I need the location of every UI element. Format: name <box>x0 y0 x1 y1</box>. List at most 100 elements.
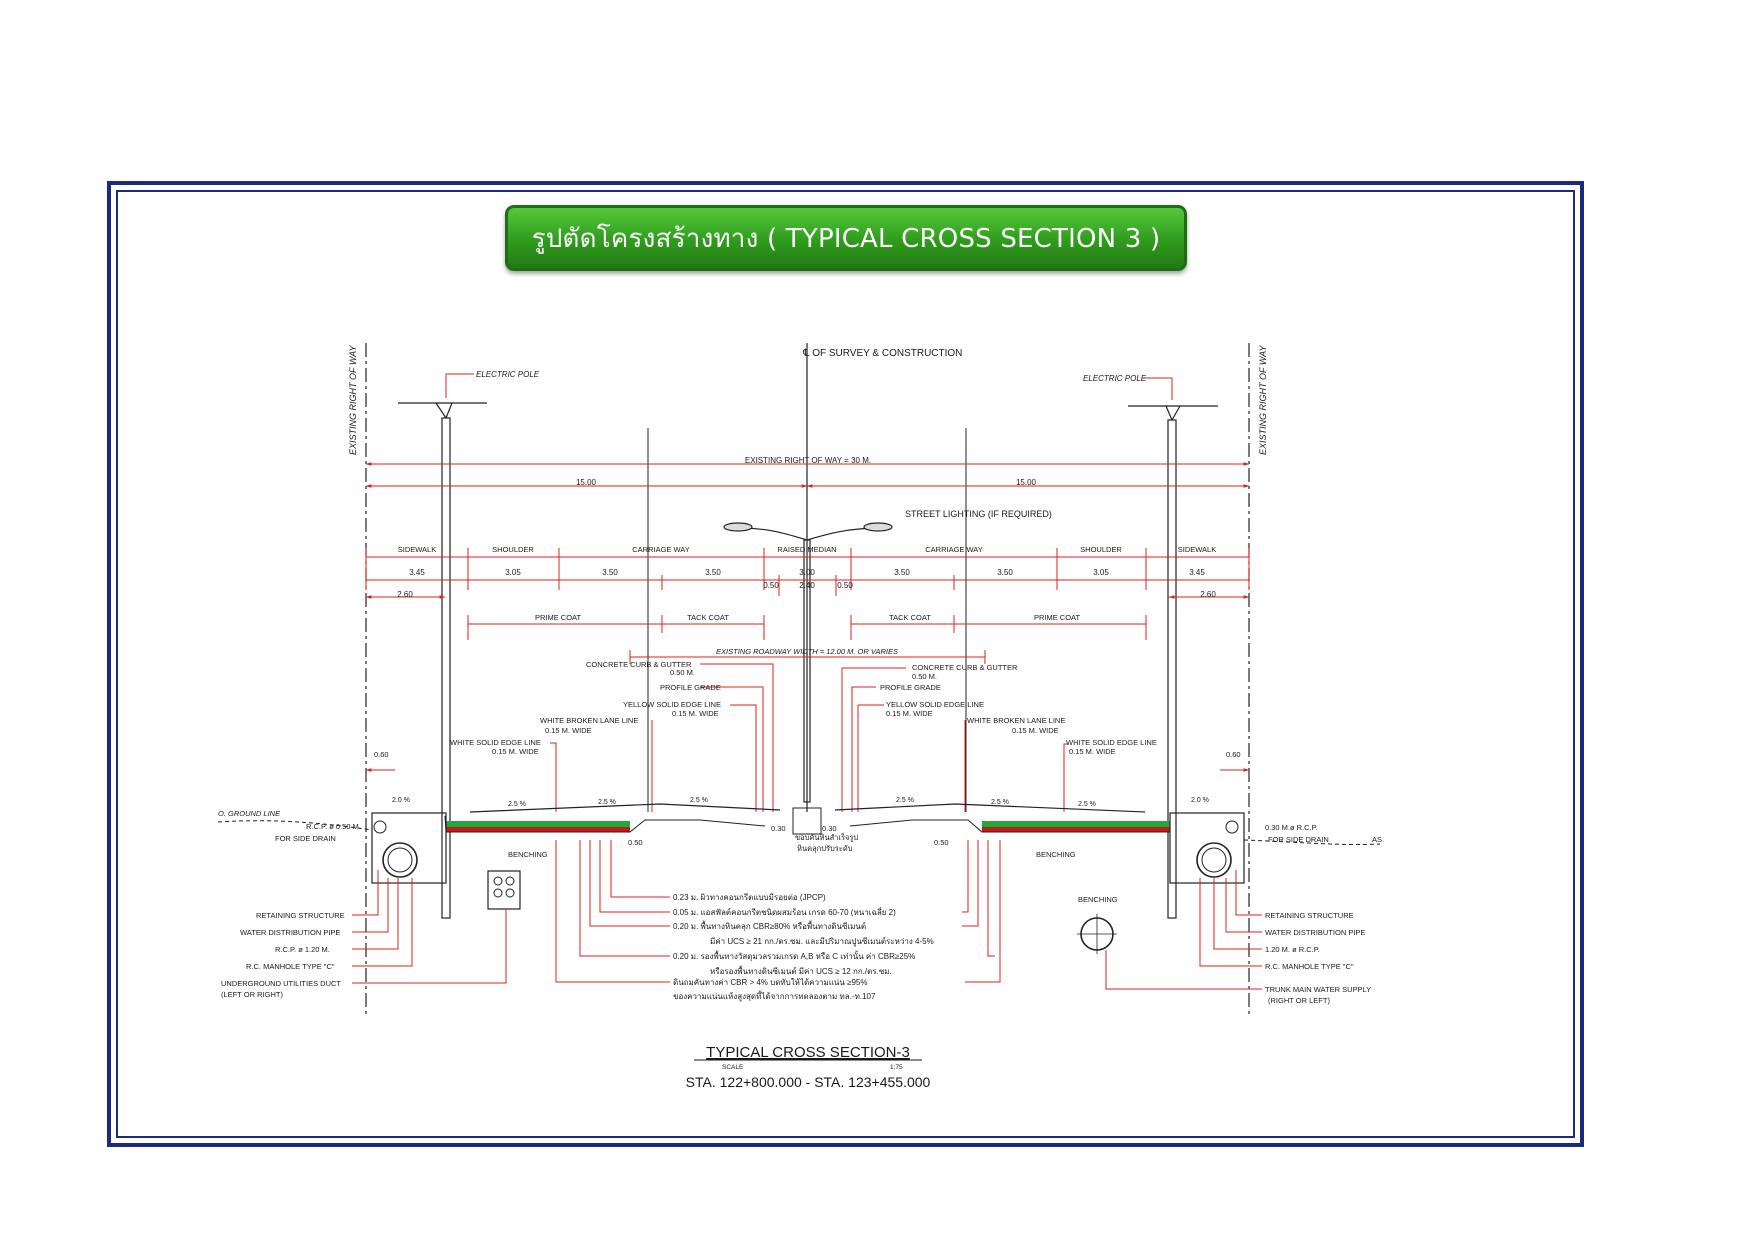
layer-note-2: 0.05 ม. แอสฟัลต์คอนกรีตชนิดผสมร้อน เกรด … <box>673 906 896 917</box>
profile-left: PROFILE GRADE <box>660 683 721 692</box>
as-label: AS. <box>1372 835 1384 844</box>
slope-25-4: 2.5 % <box>896 797 914 804</box>
surface-right <box>834 803 1146 813</box>
duct-left-2: (LEFT OR RIGHT) <box>221 990 283 999</box>
pole-label-left: ELECTRIC POLE <box>476 370 540 379</box>
benching-center: BENCHING <box>1078 895 1118 904</box>
half-left-label: 15.00 <box>576 478 597 487</box>
manhole-left: R.C. MANHOLE TYPE "C" <box>246 962 335 971</box>
rcp120-left: R.C.P. ø 1.20 M. <box>275 945 330 954</box>
seg-carriage-right: CARRIAGE WAY <box>925 545 983 554</box>
layer-note-3: 0.20 ม. พื้นทางหินคลุก CBR≥80% หรือพื้นท… <box>673 920 866 931</box>
dim-050-a: 0.50 <box>763 581 779 590</box>
benching-right: BENCHING <box>1036 850 1076 859</box>
pavement-green-right <box>982 821 1170 827</box>
yellow-left-2: 0.15 M. WIDE <box>672 709 719 718</box>
benching-left: BENCHING <box>508 850 548 859</box>
yellow-right-2: 0.15 M. WIDE <box>886 709 933 718</box>
electric-pole-right <box>1128 405 1218 919</box>
prime-coat-right: PRIME COAT <box>1034 613 1081 622</box>
curb-right-2: 0.50 M. <box>912 672 937 681</box>
half-right-label: 15.00 <box>1016 478 1037 487</box>
slope-25-3: 2.5 % <box>690 797 708 804</box>
wbroken-left: WHITE BROKEN LANE LINE <box>540 716 638 725</box>
pole-label-right: ELECTRIC POLE <box>1083 374 1147 383</box>
dim-050-c: 0.50 <box>628 838 643 847</box>
curb-left-2: 0.50 M. <box>670 668 695 677</box>
layer-leaders <box>555 840 1001 983</box>
utility-labels-left: RETAINING STRUCTURE WATER DISTRIBUTION P… <box>221 911 345 999</box>
wsolid-right: WHITE SOLID EDGE LINE <box>1066 738 1157 747</box>
roadway-width-label: EXISTING ROADWAY WIDTH = 12.00 M. OR VAR… <box>716 647 898 656</box>
centerline-label: ℄ OF SURVEY & CONSTRUCTION <box>802 348 962 359</box>
wsolid-right-2: 0.15 M. WIDE <box>1069 747 1116 756</box>
coat-labels: PRIME COAT TACK COAT TACK COAT PRIME COA… <box>535 613 1081 622</box>
yellow-left: YELLOW SOLID EDGE LINE <box>623 700 721 709</box>
seg-sidewalk-left: SIDEWALK <box>398 545 436 554</box>
profile-right: PROFILE GRADE <box>880 683 941 692</box>
rcp-right-label-2: FOR SIDE DRAIN <box>1268 835 1329 844</box>
ground-line-right <box>1243 839 1381 846</box>
median-note-2: หินคลุกปรับระดับ <box>797 844 853 853</box>
dim-350-b: 3.50 <box>705 568 721 577</box>
rcp120-right: 1.20 M. ø R.C.P. <box>1265 945 1320 954</box>
callouts-left: CONCRETE CURB & GUTTER 0.50 M. PROFILE G… <box>374 660 721 759</box>
rcp-120-left <box>382 842 418 878</box>
leader-pole-right <box>1142 377 1173 400</box>
dim-240: 2.40 <box>799 581 815 590</box>
dim-300: 3.00 <box>799 568 815 577</box>
wsolid-left: WHITE SOLID EDGE LINE <box>450 738 541 747</box>
dim-345-right: 3.45 <box>1189 568 1205 577</box>
wsolid-left-2: 0.15 M. WIDE <box>492 747 539 756</box>
seg-carriage-left: CARRIAGE WAY <box>632 545 690 554</box>
layer-notes: 0.23 ม. ผิวทางคอนกรีตแบบมีรอยต่อ (JPCP) … <box>673 893 934 1002</box>
outer-frame <box>107 181 1584 1147</box>
water-left: WATER DISTRIBUTION PIPE <box>240 928 340 937</box>
wbroken-right-2: 0.15 M. WIDE <box>1012 726 1059 735</box>
title-banner: รูปตัดโครงสร้างทาง ( TYPICAL CROSS SECTI… <box>505 205 1187 271</box>
slope-25-5: 2.5 % <box>991 799 1009 806</box>
row-label-right: EXISTING RIGHT OF WAY <box>1258 344 1268 455</box>
retaining-left: RETAINING STRUCTURE <box>256 911 345 920</box>
yellow-right: YELLOW SOLID EDGE LINE <box>886 700 984 709</box>
slope-labels: 2.0 % 2.5 % 2.5 % 2.5 % 2.5 % 2.5 % 2.5 … <box>392 797 1209 808</box>
section-caption: TYPICAL CROSS SECTION-3 <box>706 1044 910 1061</box>
median-base <box>792 807 822 835</box>
layer-note-4: 0.20 ม. รองพื้นทางวัสดุมวลรวมเกรด A,B หร… <box>673 950 915 961</box>
street-lighting-label: STREET LIGHTING (IF REQUIRED) <box>905 509 1052 519</box>
segment-ticks <box>365 548 1250 664</box>
slope-25-6: 2.5 % <box>1078 801 1096 808</box>
dim-060-left-label: 0.60 <box>374 750 389 759</box>
scale-value: 1:75 <box>890 1064 903 1071</box>
dim-050-b: 0.50 <box>837 581 853 590</box>
ground-line-left <box>217 820 373 831</box>
dim-060-right-label: 0.60 <box>1226 750 1241 759</box>
dimension-lines <box>365 462 1250 772</box>
layer-note-5: ดินถมคันทางค่า CBR > 4% บดทับให้ได้ความแ… <box>673 978 867 987</box>
seg-shoulder-right: SHOULDER <box>1080 545 1122 554</box>
segment-labels: SIDEWALK SHOULDER CARRIAGE WAY RAISED ME… <box>398 545 1216 554</box>
water-right: WATER DISTRIBUTION PIPE <box>1265 928 1365 937</box>
drain-labels: O. GROUND LINE R.C.P. ø 0.50 M. FOR SIDE… <box>218 809 1384 904</box>
pavement-red-left <box>446 827 630 832</box>
pavement-green-left <box>446 821 630 827</box>
curb-left: CONCRETE CURB & GUTTER <box>586 660 692 669</box>
row-lines <box>365 343 1250 1018</box>
slope-25-1: 2.5 % <box>508 801 526 808</box>
rcp-left-label: R.C.P. ø 0.50 M. <box>306 822 361 831</box>
duct-left: UNDERGROUND UTILITIES DUCT <box>221 979 341 988</box>
tack-coat-right: TACK COAT <box>889 613 931 622</box>
prime-coat-left: PRIME COAT <box>535 613 582 622</box>
callout-leaders-right <box>841 667 1068 812</box>
row-total-label: EXISTING RIGHT OF WAY = 30 M. <box>745 456 871 465</box>
width-labels: 3.45 3.05 3.50 3.50 3.00 3.50 3.50 3.05 … <box>397 568 1216 599</box>
dim-050-d: 0.50 <box>934 838 949 847</box>
dim-350-c: 3.50 <box>894 568 910 577</box>
title-text: รูปตัดโครงสร้างทาง ( TYPICAL CROSS SECTI… <box>531 223 1161 254</box>
row-label-left: EXISTING RIGHT OF WAY <box>348 344 358 455</box>
drain-structure-right <box>1169 812 1245 884</box>
pavement <box>217 803 1381 954</box>
slope-20-right: 2.0 % <box>1191 797 1209 804</box>
utility-leaders-right <box>1105 870 1262 990</box>
